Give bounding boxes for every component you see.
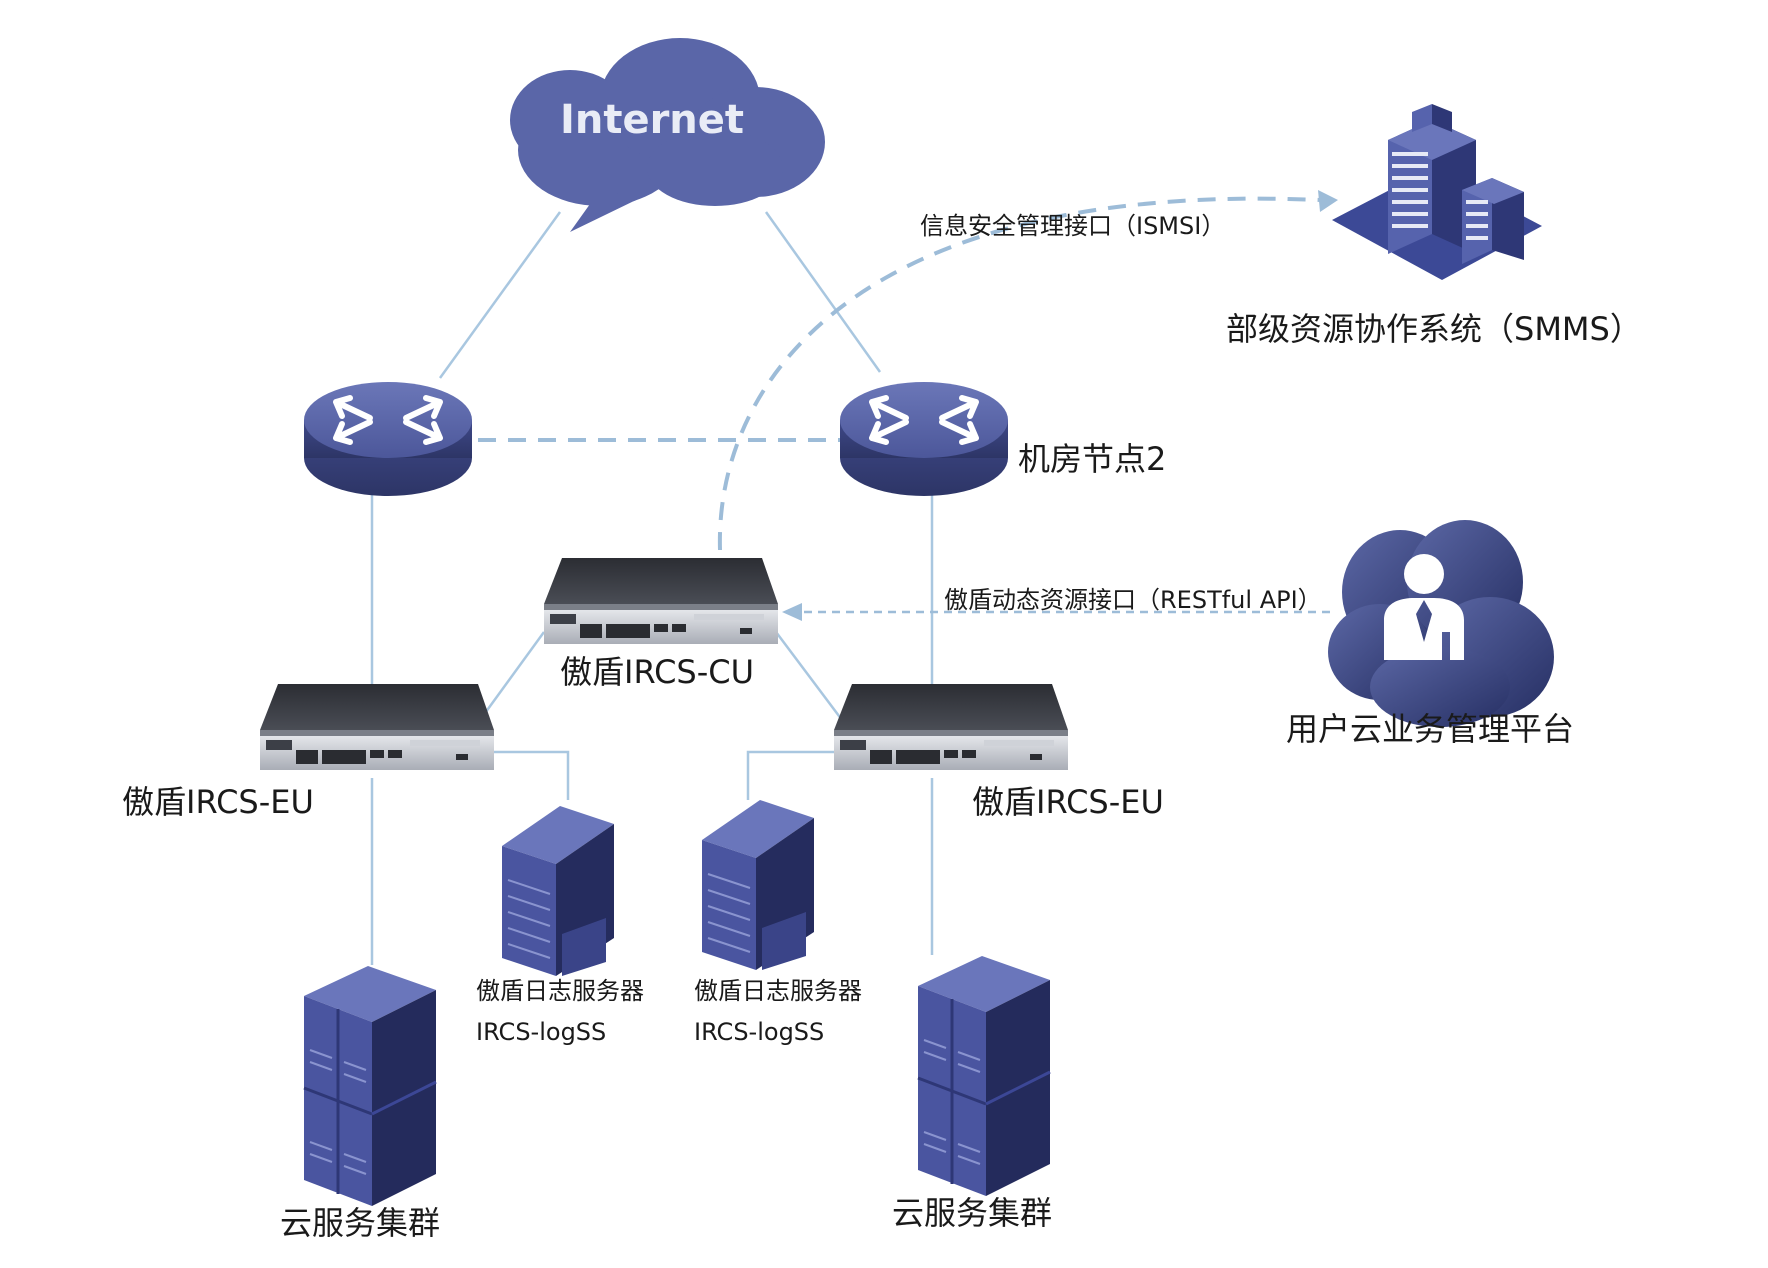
cloud-icon xyxy=(510,38,825,232)
server-rack-icon xyxy=(917,956,1051,1196)
cluster-right-label: 云服务集群 xyxy=(892,1194,1052,1232)
router-icon xyxy=(840,382,1008,496)
cluster-left xyxy=(303,966,437,1206)
log-right-line1: 傲盾日志服务器 xyxy=(694,977,862,1005)
smms-label: 部级资源协作系统（SMMS） xyxy=(1226,310,1642,348)
server-icon xyxy=(502,806,614,976)
router-icon xyxy=(304,382,472,496)
internet-label: Internet xyxy=(560,97,744,143)
eu-left-device xyxy=(260,684,494,770)
connections xyxy=(370,211,934,965)
link-eu-right-log-right xyxy=(746,750,836,800)
internet-cloud: Internet xyxy=(510,38,825,232)
smms-building xyxy=(1332,104,1542,280)
building-icon xyxy=(1332,104,1542,280)
log-left-line2: IRCS-logSS xyxy=(476,1018,606,1046)
arrow-ismsi-head xyxy=(1318,190,1338,212)
appliance-icon xyxy=(544,558,778,644)
link-internet-router-left xyxy=(438,211,562,379)
eu-right-device xyxy=(834,684,1068,770)
log-left-line1: 傲盾日志服务器 xyxy=(476,977,644,1005)
server-rack-icon xyxy=(303,966,437,1206)
router-right xyxy=(840,382,1008,496)
appliance-icon xyxy=(260,684,494,770)
user-platform xyxy=(1328,520,1554,727)
user-platform-label: 用户云业务管理平台 xyxy=(1286,710,1574,748)
cluster-right xyxy=(917,956,1051,1196)
ismsi-interface-label: 信息安全管理接口（ISMSI） xyxy=(920,212,1225,240)
appliance-icon xyxy=(834,684,1068,770)
router-left xyxy=(304,382,472,496)
restful-interface-label: 傲盾动态资源接口（RESTful API） xyxy=(944,586,1322,614)
link-eu-left-log-left xyxy=(488,750,570,800)
arrow-restful-head xyxy=(782,603,802,621)
user-cloud-icon xyxy=(1328,520,1554,727)
eu-right-label: 傲盾IRCS-EU xyxy=(972,783,1164,821)
log-server-left xyxy=(502,806,614,976)
link-internet-router-right xyxy=(764,211,882,373)
link-cu-eu-left xyxy=(478,631,546,721)
link-cu-eu-right xyxy=(775,631,843,721)
server-icon xyxy=(702,800,814,970)
router-right-label: 机房节点2 xyxy=(1018,440,1166,478)
log-server-right xyxy=(702,800,814,970)
cu-device xyxy=(544,558,778,644)
cu-label: 傲盾IRCS-CU xyxy=(560,653,754,691)
link-ismsi-curve xyxy=(717,196,1321,551)
eu-left-label: 傲盾IRCS-EU xyxy=(122,783,314,821)
user-icon xyxy=(1384,554,1464,660)
cluster-left-label: 云服务集群 xyxy=(280,1204,440,1242)
log-right-line2: IRCS-logSS xyxy=(694,1018,824,1046)
